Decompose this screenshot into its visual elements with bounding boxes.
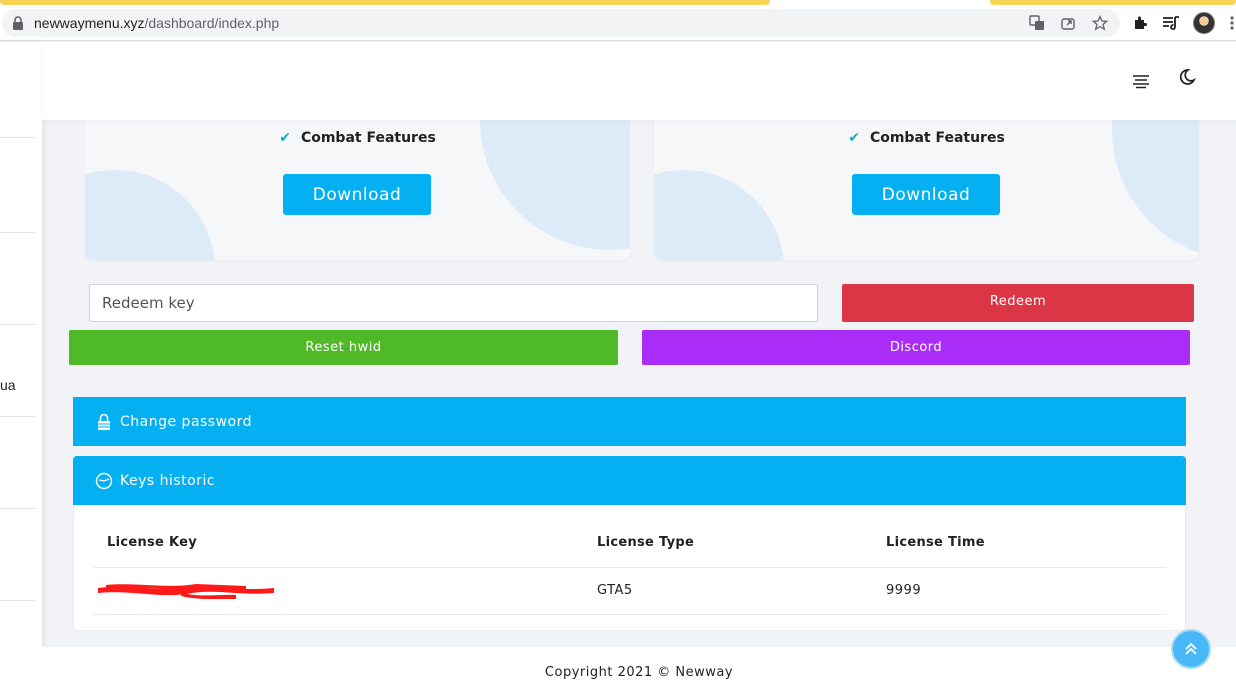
sidebar-divider [0,508,36,509]
column-header-license-time: License Time [886,535,985,550]
table-divider [94,567,1166,568]
table-cell-license-time: 9999 [886,583,922,598]
lock-icon [13,16,23,30]
feature-item: ✔ Combat Features [85,130,630,146]
extensions-icon[interactable] [1130,13,1150,33]
feature-item: ✔ Combat Features [654,130,1199,146]
card-decoration [85,170,215,260]
menu-toggle-icon[interactable] [1132,73,1150,89]
sidebar-item-label[interactable]: ua [0,377,16,393]
more-menu-icon[interactable] [1228,15,1236,31]
panel-title: Keys historic [120,472,216,489]
feature-label: Combat Features [300,130,436,146]
url-text[interactable]: newwaymenu.xyz/dashboard/index.php [34,15,279,31]
url-path: /dashboard/index.php [144,15,280,31]
card-decoration [1112,100,1199,260]
check-icon: ✔ [279,130,291,146]
load-progress-segment [0,0,770,5]
keys-historic-panel-header[interactable]: Keys historic [73,456,1186,505]
table-cell-license-type: GTA5 [597,583,633,598]
card-decoration [654,170,784,260]
bookmark-star-icon[interactable] [1091,14,1109,32]
reset-hwid-button[interactable]: Reset hwid [69,330,618,365]
sidebar: ua [0,42,42,689]
sidebar-divider [0,137,36,138]
redeem-key-input[interactable]: Redeem key [89,284,818,322]
panel-title: Change password [120,413,253,430]
browser-toolbar: newwaymenu.xyz/dashboard/index.php [0,5,1236,41]
copyright-text: Copyright 2021 © Newway [544,665,734,680]
column-header-license-type: License Type [597,535,695,550]
share-icon[interactable] [1059,14,1077,32]
padlock-icon [95,413,113,431]
profile-avatar[interactable] [1193,12,1215,34]
reading-list-icon[interactable] [1161,13,1181,33]
column-header-license-key: License Key [107,535,198,550]
top-header [42,42,1236,120]
scroll-to-top-button[interactable] [1171,629,1211,669]
change-password-panel-header[interactable]: Change password [73,397,1186,446]
product-card: ✔ Combat Features Download [85,100,630,260]
footer: Copyright 2021 © Newway [42,647,1236,689]
double-chevron-up-icon [1185,642,1197,655]
sidebar-divider [0,416,36,417]
keys-historic-table: License Key License Type License Time GT… [73,505,1186,631]
sidebar-divider [0,600,36,601]
product-card: ✔ Combat Features Download [654,100,1199,260]
discord-button[interactable]: Discord [642,330,1190,365]
table-divider [94,614,1166,615]
card-decoration [480,100,630,250]
sidebar-divider [0,232,36,233]
page-load-bar [0,0,1236,5]
feature-label: Combat Features [869,130,1005,146]
history-clock-icon [95,472,113,490]
load-progress-segment [990,0,1236,5]
download-button[interactable]: Download [852,174,1000,215]
dark-mode-moon-icon[interactable] [1178,68,1196,86]
url-host: newwaymenu.xyz [34,15,145,31]
address-bar[interactable]: newwaymenu.xyz/dashboard/index.php [2,9,1120,37]
check-icon: ✔ [848,130,860,146]
redeem-button[interactable]: Redeem [842,284,1194,322]
download-button[interactable]: Download [283,174,431,215]
sidebar-divider [0,324,36,325]
translate-icon[interactable] [1028,14,1046,32]
redacted-license-key [98,584,274,600]
